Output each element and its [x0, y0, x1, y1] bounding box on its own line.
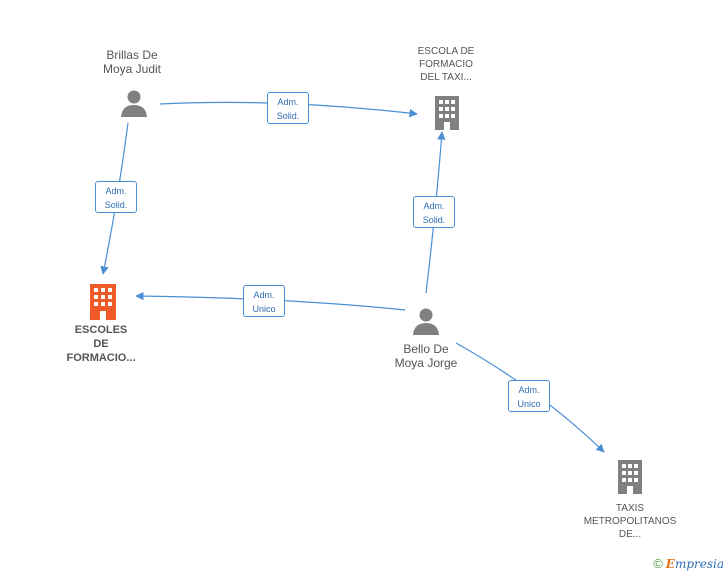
footer-watermark: © Empresia: [653, 556, 724, 571]
escola-label-line3: DEL TAXI...: [420, 72, 472, 83]
person-icon[interactable]: [411, 306, 441, 336]
bello-label[interactable]: Bello De Moya Jorge: [383, 342, 469, 370]
edge-label-line2: Solid.: [104, 200, 128, 210]
escoles-label-line1: ESCOLES: [74, 324, 128, 336]
brand-logo-first: E: [665, 556, 675, 571]
brillas-label[interactable]: Brillas De Moya Judit: [92, 48, 172, 76]
escola-label-line2: FORMACIO: [419, 59, 473, 70]
brillas-label-line1: Brillas De: [106, 48, 158, 62]
escola-label[interactable]: ESCOLA DE FORMACIO DEL TAXI...: [400, 45, 492, 84]
edge-label-line2: Solid.: [422, 215, 446, 225]
taxis-label-line2: METROPOLITANOS: [583, 516, 677, 527]
edge-label-line1: Adm.: [105, 186, 127, 196]
edge-label-bello-escoles[interactable]: Adm. Unico: [243, 285, 285, 317]
escoles-label-line3: FORMACIO...: [66, 352, 136, 364]
edge-label-line2: Unico: [517, 399, 541, 409]
building-icon[interactable]: [432, 96, 462, 130]
copyright-icon: ©: [653, 556, 663, 571]
edge-label-brillas-escola[interactable]: Adm. Solid.: [267, 92, 309, 124]
escoles-label[interactable]: ESCOLES DE FORMACIO...: [55, 323, 147, 365]
building-icon[interactable]: [615, 460, 645, 494]
edge-label-line1: Adm.: [277, 97, 299, 107]
edge-label-line1: Adm.: [518, 385, 540, 395]
edge-label-brillas-escoles[interactable]: Adm. Solid.: [95, 181, 137, 213]
escola-label-line1: ESCOLA DE: [417, 46, 475, 57]
taxis-label[interactable]: TAXIS METROPOLITANOS DE...: [578, 502, 682, 541]
edge-label-bello-escola[interactable]: Adm. Solid.: [413, 196, 455, 228]
escoles-label-line2: DE: [93, 338, 109, 350]
edge-label-line1: Adm.: [253, 290, 275, 300]
building-icon[interactable]: [87, 284, 119, 320]
edge-label-line2: Unico: [252, 304, 276, 314]
brillas-label-line2: Moya Judit: [102, 62, 162, 76]
edge-label-line1: Adm.: [423, 201, 445, 211]
edge-label-line2: Solid.: [276, 111, 300, 121]
brand-logo: Empresia: [666, 557, 724, 571]
taxis-label-line1: TAXIS: [615, 503, 645, 514]
edge-label-bello-taxis[interactable]: Adm. Unico: [508, 380, 550, 412]
brand-logo-rest: mpresia: [674, 556, 724, 571]
bello-label-line2: Moya Jorge: [394, 356, 458, 370]
person-icon[interactable]: [119, 88, 149, 118]
bello-label-line1: Bello De: [403, 342, 449, 356]
taxis-label-line3: DE...: [618, 529, 642, 540]
